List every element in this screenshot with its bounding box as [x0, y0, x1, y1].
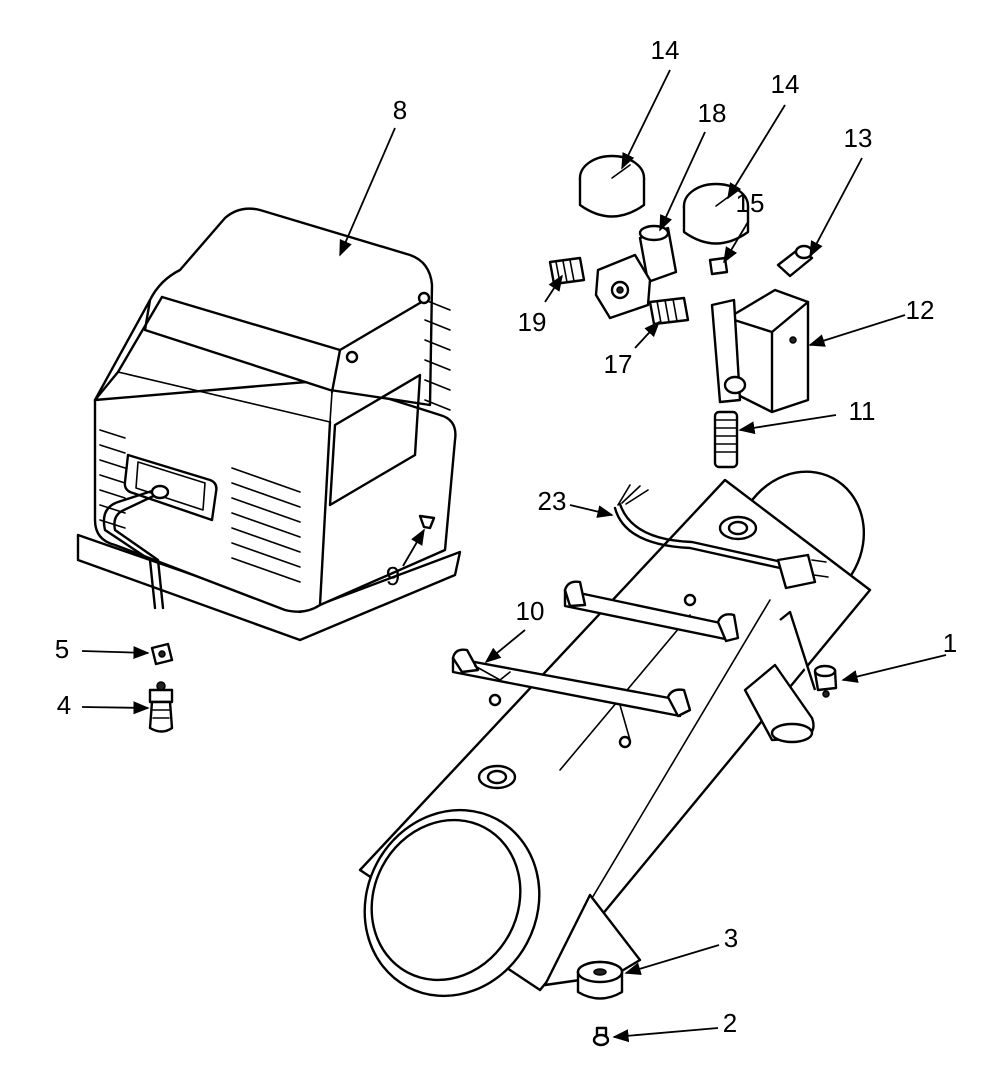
fitting-17 — [648, 296, 690, 326]
callout-1: 1 — [943, 628, 957, 658]
tank-nipple — [713, 410, 739, 469]
callout-4: 4 — [57, 690, 71, 720]
gauge-left — [578, 154, 646, 218]
callout-5: 5 — [55, 634, 69, 664]
callout-23: 23 — [538, 486, 567, 516]
part-3-rubber-foot — [576, 960, 624, 1000]
fitting-15 — [708, 256, 729, 276]
mounting-brackets — [451, 580, 740, 749]
callout-3: 3 — [724, 923, 738, 953]
part-2-bolt — [592, 1026, 610, 1047]
air-tank — [358, 470, 872, 998]
part-1-drain-valve — [813, 664, 838, 698]
power-cord — [613, 484, 829, 590]
callout-13: 13 — [844, 123, 873, 153]
leader-lines — [81, 69, 947, 1043]
fitting-19 — [548, 256, 586, 286]
part-5-nut — [150, 642, 174, 666]
motor-shroud — [76, 207, 462, 642]
callout-12: 12 — [906, 295, 935, 325]
callout-8: 8 — [393, 95, 407, 125]
regulator — [594, 224, 678, 320]
part-9-screw — [418, 514, 436, 530]
callout-2: 2 — [723, 1008, 737, 1038]
callout-11: 11 — [849, 396, 876, 426]
callout-labels: 1 2 3 4 5 8 9 10 11 12 13 14 14 15 17 18… — [55, 35, 957, 1038]
callout-15: 15 — [736, 188, 765, 218]
pressure-switch — [710, 288, 810, 414]
callout-10: 10 — [516, 596, 545, 626]
callout-18: 18 — [698, 98, 727, 128]
callout-17: 17 — [604, 349, 633, 379]
callout-19: 19 — [518, 307, 547, 337]
fitting-13 — [776, 244, 814, 278]
callout-14b: 14 — [771, 69, 800, 99]
callout-14a: 14 — [651, 35, 680, 65]
callout-9: 9 — [386, 561, 400, 591]
part-4-check-valve — [148, 681, 174, 733]
